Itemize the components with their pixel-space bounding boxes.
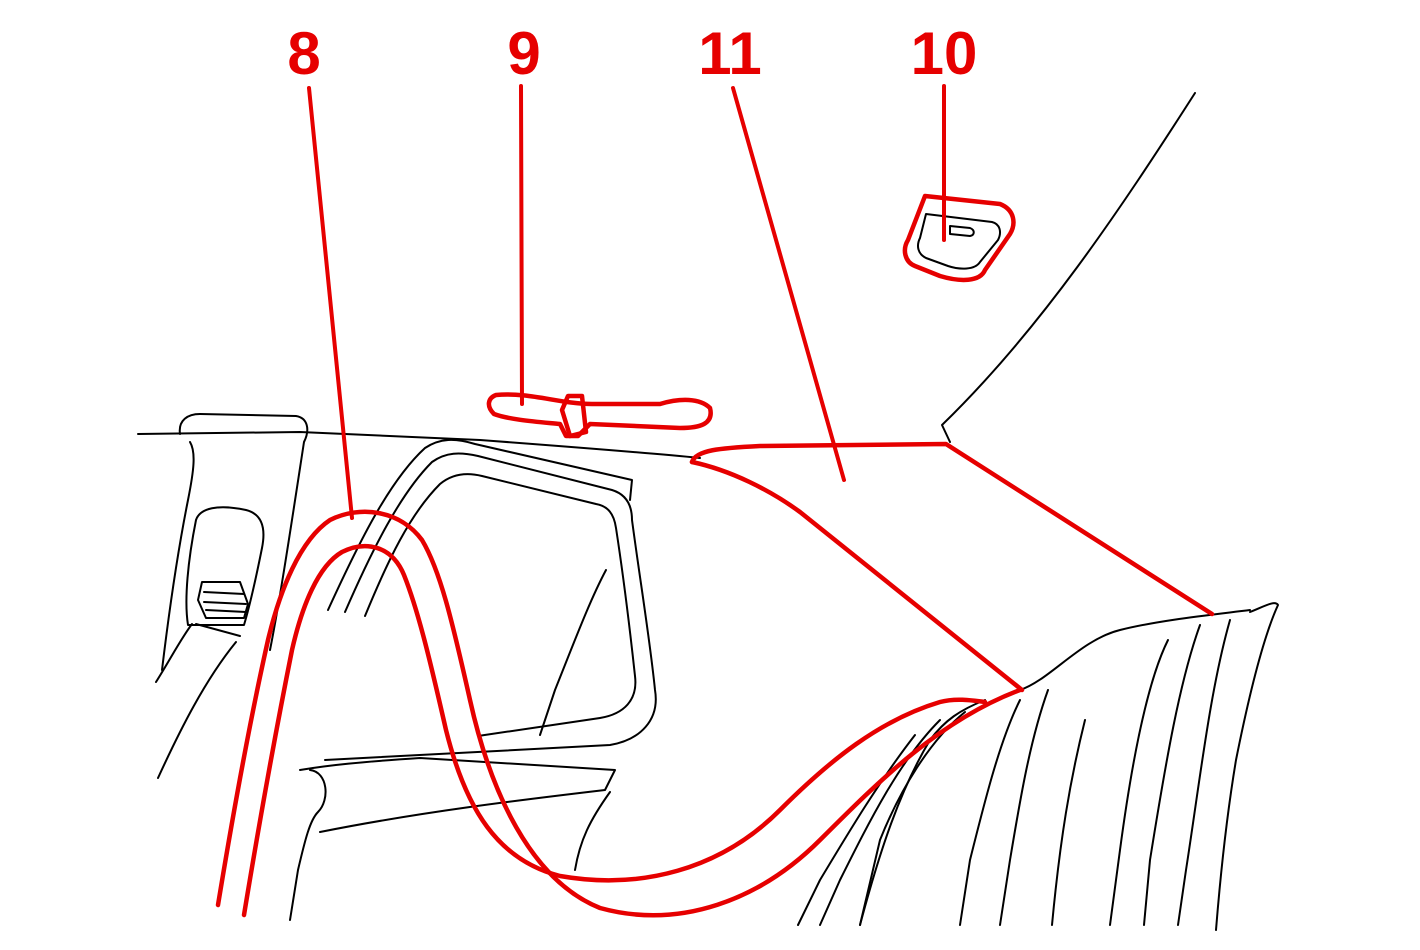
callout-11: 11	[698, 20, 761, 87]
seat-belt-anchor	[185, 506, 265, 626]
seat-fold-11	[797, 734, 916, 926]
leader-line-8	[307, 86, 354, 520]
seat-fold-12	[1051, 719, 1086, 926]
door-window-mid	[324, 452, 657, 761]
part-9-grab-handle	[486, 392, 713, 439]
seat-fold-8	[859, 699, 986, 926]
callout-labels: 8 9 11 10	[287, 20, 977, 87]
door-window-outer	[327, 438, 633, 611]
seat-fold-2	[1215, 602, 1279, 931]
part-9-handle-clip	[559, 393, 589, 439]
seat-back-frame	[299, 757, 616, 833]
seat-belt-webbing	[155, 623, 241, 779]
seat-fold-10	[819, 719, 941, 926]
seat-back-right-post	[539, 569, 611, 871]
seat-fold-9	[859, 711, 966, 926]
leader-line-11	[731, 86, 846, 482]
window-frame-edge	[941, 92, 1196, 443]
seat-fold-4	[999, 689, 1049, 926]
b-pillar-outline	[178, 413, 309, 651]
callout-8: 8	[287, 20, 320, 87]
part-8-weatherstrip-outer	[215, 509, 1023, 918]
part-10-dome-light-slot	[949, 225, 975, 237]
leader-line-9	[519, 84, 524, 406]
seat-fold-6	[1143, 624, 1201, 926]
seat-back-left-post	[289, 769, 327, 921]
part-11-quarter-trim-lower	[689, 459, 1025, 693]
part-11-quarter-trim	[689, 441, 1215, 617]
part-10-dome-light-outer	[902, 193, 1016, 283]
callout-9: 9	[507, 20, 540, 87]
b-pillar-inner	[161, 441, 195, 671]
seat-fold-5	[1109, 639, 1169, 926]
anchor-bolt	[197, 581, 249, 619]
part-10-dome-light-lens	[917, 213, 1001, 270]
roof-edge-line	[137, 431, 701, 459]
door-window-inner	[364, 473, 637, 737]
highlighted-parts	[215, 193, 1215, 918]
anchor-bolt-ridges	[203, 591, 247, 613]
seat-fold-7	[1177, 619, 1231, 926]
callout-10: 10	[911, 20, 978, 87]
line-art	[137, 92, 1279, 931]
leader-lines	[307, 84, 946, 520]
part-8-weatherstrip-inner	[241, 543, 988, 918]
seat-fold-3	[959, 699, 1021, 926]
